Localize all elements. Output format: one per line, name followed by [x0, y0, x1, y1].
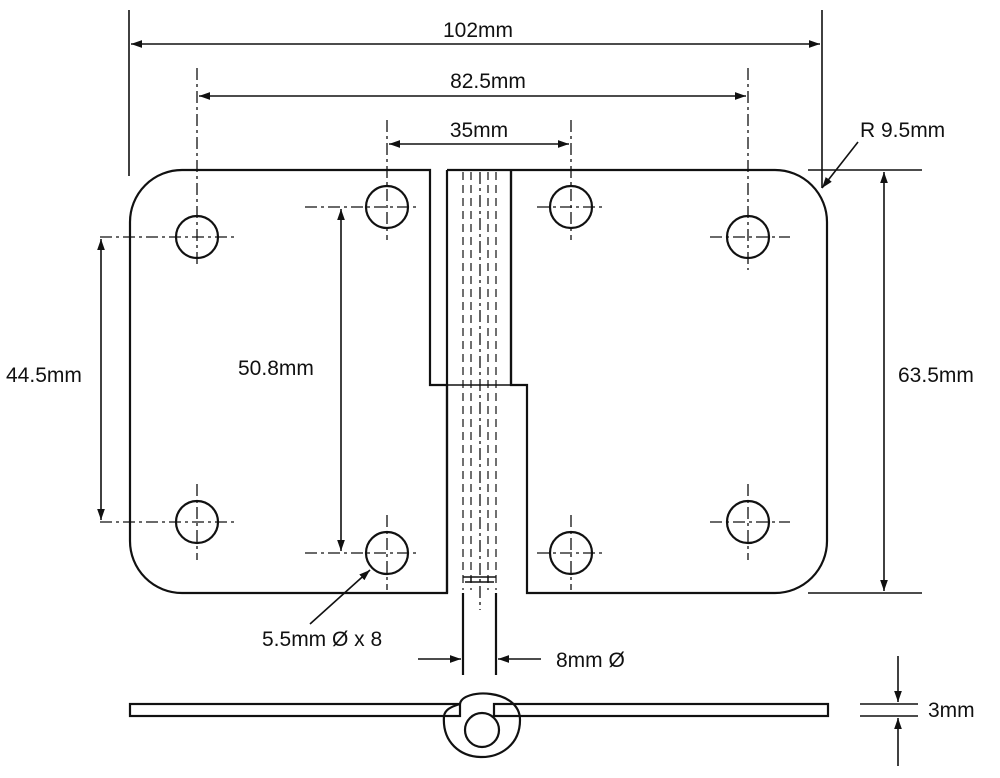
pin-section	[463, 711, 501, 749]
hole-spec-label: 5.5mm Ø x 8	[262, 628, 382, 651]
side-leaf-left	[128, 702, 462, 718]
hole	[305, 515, 420, 590]
dimension-corner-radius: R 9.5mm	[821, 119, 945, 189]
hole	[305, 120, 420, 240]
overall-width-label: 102mm	[443, 19, 513, 42]
inner-hole-vertical-label: 50.8mm	[238, 357, 314, 380]
pin-head	[463, 576, 496, 583]
dimension-hole-callout: 5.5mm Ø x 8	[262, 569, 382, 651]
hole	[537, 120, 605, 240]
pin-diameter-label: 8mm Ø	[556, 649, 625, 672]
hole	[537, 515, 605, 590]
dimension-overall-width: 102mm	[128, 10, 823, 188]
hole	[100, 68, 236, 268]
knuckle-curl	[442, 692, 522, 759]
dimension-thickness: 3mm	[860, 656, 975, 766]
corner-radius-label: R 9.5mm	[860, 119, 945, 142]
hinge-plan-view	[128, 168, 829, 675]
hinge-side-view	[128, 692, 830, 759]
holes	[100, 68, 790, 590]
dimension-overall-height: 63.5mm	[808, 169, 974, 594]
overall-height-label: 63.5mm	[898, 364, 974, 387]
inner-hole-spacing-label: 35mm	[450, 119, 508, 142]
outer-hole-spacing-label: 82.5mm	[450, 70, 526, 93]
left-leaf-outline	[128, 168, 449, 595]
dimension-pin-diameter: 8mm Ø	[418, 649, 625, 672]
hole	[100, 484, 236, 560]
outer-hole-vertical-label: 44.5mm	[6, 364, 82, 387]
hole	[710, 484, 790, 560]
hole	[710, 68, 790, 270]
side-leaf-right	[492, 702, 830, 718]
dimension-outer-hole-spacing: 82.5mm	[199, 70, 746, 100]
dimension-inner-hole-spacing: 35mm	[389, 119, 569, 148]
thickness-label: 3mm	[928, 699, 975, 722]
dimension-inner-hole-vertical: 50.8mm	[238, 209, 345, 551]
dimension-outer-hole-vertical: 44.5mm	[6, 239, 105, 520]
right-leaf-outline	[447, 168, 829, 595]
